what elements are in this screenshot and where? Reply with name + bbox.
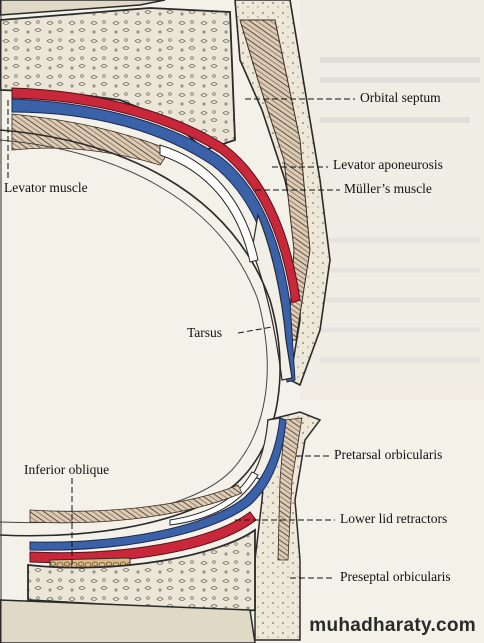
mullers-muscle xyxy=(11,98,296,383)
lower-fornix xyxy=(169,471,259,526)
orbital-floor-bone xyxy=(27,528,256,613)
label-mullers-muscle: Müller’s muscle xyxy=(344,181,432,196)
label-levator-aponeurosis: Levator aponeurosis xyxy=(333,157,443,172)
levator-fibers xyxy=(11,113,171,166)
lower-lid-retractors xyxy=(29,417,287,551)
label-pretarsal-orbicularis: Pretarsal orbicularis xyxy=(334,447,443,462)
leader-lines xyxy=(7,98,355,579)
upper-lid-skin xyxy=(234,0,331,387)
levator-muscle xyxy=(11,87,301,304)
background-page-lines xyxy=(300,0,484,400)
label-orbital-septum: Orbital septum xyxy=(360,90,441,105)
leader-tarsus xyxy=(237,326,273,334)
label-lower-lid-retractors: Lower lid retractors xyxy=(340,511,448,526)
label-tarsus: Tarsus xyxy=(187,325,223,340)
fornix-upper xyxy=(159,144,259,263)
lower-orbicularis-fibers xyxy=(277,417,303,561)
watermark: muhadharaty.com xyxy=(309,615,476,636)
label-inferior-oblique: Inferior oblique xyxy=(24,462,110,477)
lower-fiber-band xyxy=(29,484,243,524)
label-preseptal-orbicularis: Preseptal orbicularis xyxy=(340,569,451,584)
forehead-skin-upper xyxy=(0,0,166,16)
label-levator-muscle: Levator muscle xyxy=(4,180,88,195)
maxilla-lower xyxy=(0,599,256,643)
globe-outline xyxy=(0,129,281,537)
